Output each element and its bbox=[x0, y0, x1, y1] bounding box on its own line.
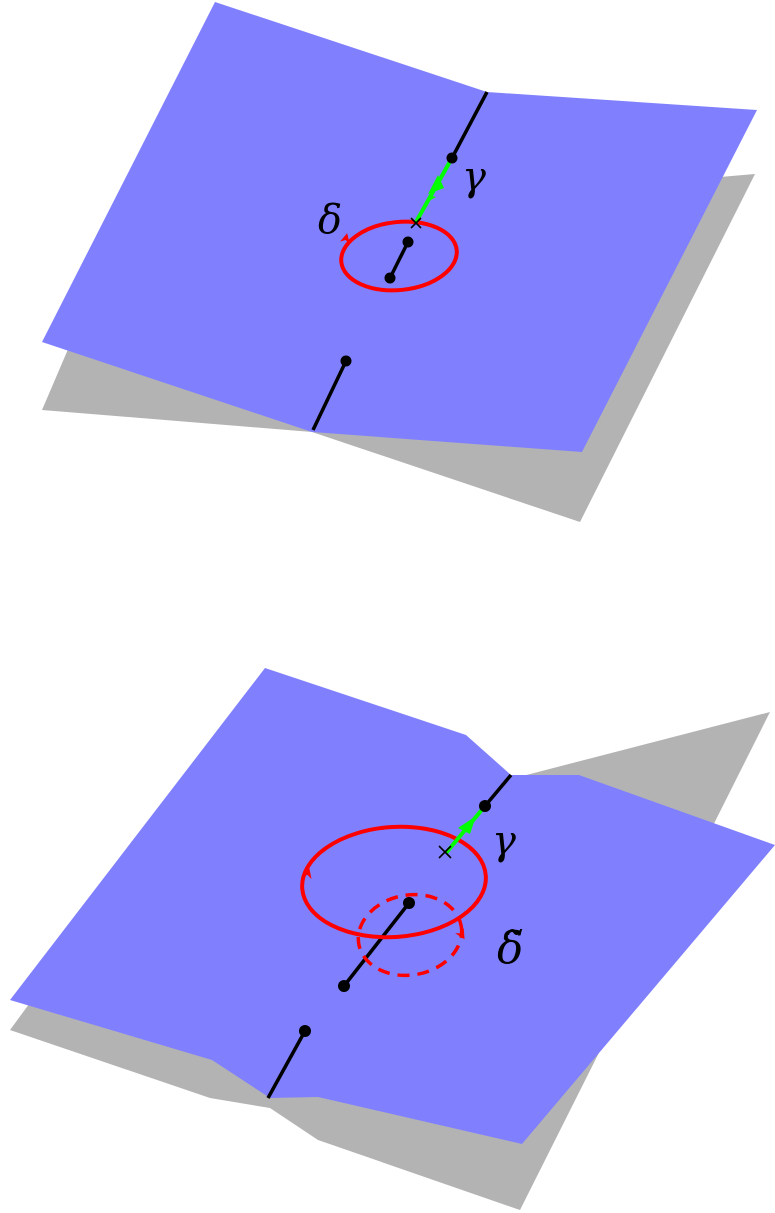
bottom-base-point-cross bbox=[438, 845, 452, 859]
bottom-loop-label: δ̃ bbox=[497, 923, 524, 974]
bottom-branch-point-1 bbox=[479, 800, 491, 812]
top-loop-delta bbox=[339, 219, 459, 293]
bottom-branch-point-4 bbox=[299, 1025, 311, 1037]
top-branch-cut-upper bbox=[450, 91, 489, 159]
bottom-path-arrowhead bbox=[458, 816, 476, 834]
bottom-branch-point-2 bbox=[403, 897, 415, 909]
bottom-loop-delta-tilde-outer bbox=[300, 824, 488, 940]
top-branch-point-4 bbox=[340, 355, 352, 367]
top-branch-point-2 bbox=[402, 236, 414, 248]
bottom-diagram: γ δ̃ bbox=[10, 668, 775, 1210]
top-branch-point-3 bbox=[384, 272, 396, 284]
top-path-label: γ bbox=[462, 154, 486, 200]
top-upper-sheet bbox=[42, 2, 757, 452]
top-diagram: δ γ bbox=[42, 2, 757, 522]
bottom-branch-cut-upper bbox=[483, 773, 513, 808]
top-path-arrowhead bbox=[428, 175, 444, 194]
bottom-path-label: γ bbox=[492, 818, 516, 864]
bottom-upper-sheet bbox=[10, 668, 775, 1144]
top-loop-label: δ bbox=[318, 197, 342, 243]
bottom-branch-cut-center bbox=[342, 901, 411, 988]
top-branch-cut-center bbox=[388, 241, 410, 279]
top-branch-point-1 bbox=[446, 152, 458, 164]
top-branch-cut-lower bbox=[311, 360, 348, 431]
bottom-branch-cut-lower bbox=[266, 1030, 307, 1099]
bottom-loop-delta-tilde-inner bbox=[356, 892, 464, 978]
bottom-branch-point-3 bbox=[338, 980, 350, 992]
top-base-point-cross bbox=[410, 217, 422, 229]
